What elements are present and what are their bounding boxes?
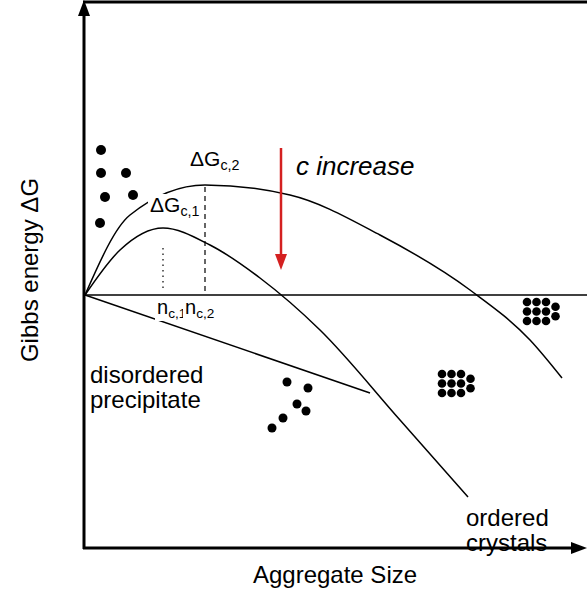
top-border bbox=[83, 1, 587, 4]
x-axis-arrowhead bbox=[571, 542, 587, 554]
particle bbox=[551, 312, 560, 321]
particle bbox=[532, 298, 541, 307]
particle bbox=[466, 384, 475, 393]
nc2-dashed-line bbox=[204, 187, 205, 292]
particle bbox=[279, 414, 288, 423]
particle bbox=[121, 168, 131, 178]
particle bbox=[523, 317, 532, 326]
particle bbox=[457, 389, 466, 398]
particle bbox=[466, 374, 475, 383]
particle bbox=[551, 302, 560, 311]
particle bbox=[438, 370, 447, 379]
particle bbox=[96, 168, 106, 178]
free-monomers bbox=[95, 145, 138, 228]
crystal-large bbox=[523, 298, 560, 326]
phase-label: disordered precipitate bbox=[90, 362, 265, 412]
particle bbox=[283, 378, 292, 387]
increase-arrow bbox=[280, 148, 283, 256]
particle bbox=[304, 384, 313, 393]
crystal-curve-2 bbox=[85, 185, 562, 378]
zero-line bbox=[84, 294, 587, 296]
disordered-cluster bbox=[268, 378, 313, 433]
concentration-label: c increase bbox=[296, 153, 415, 180]
particle bbox=[128, 190, 138, 200]
particle bbox=[95, 218, 105, 228]
particle bbox=[457, 370, 466, 379]
particle bbox=[542, 298, 551, 307]
particle bbox=[542, 307, 551, 316]
y-axis-arrowhead bbox=[78, 0, 90, 16]
particle bbox=[447, 370, 456, 379]
particle bbox=[542, 317, 551, 326]
crystal-curve-1 bbox=[85, 228, 468, 497]
particle bbox=[302, 407, 311, 416]
x-axis-title: Aggregate Size bbox=[253, 562, 417, 587]
particle bbox=[447, 389, 456, 398]
particle bbox=[438, 379, 447, 388]
y-axis bbox=[83, 14, 86, 549]
nc1-dotted-line bbox=[162, 248, 163, 290]
y-axis-title: Gibbs energy ΔG bbox=[17, 178, 42, 362]
phase-label: ordered crystals bbox=[466, 505, 578, 555]
particle bbox=[457, 379, 466, 388]
particle bbox=[532, 317, 541, 326]
particle bbox=[523, 307, 532, 316]
particle bbox=[523, 298, 532, 307]
critical-size-label: nc,2 bbox=[183, 297, 216, 321]
particle bbox=[293, 400, 302, 409]
particle bbox=[96, 145, 106, 155]
particle bbox=[438, 389, 447, 398]
crystal-small bbox=[438, 370, 475, 398]
particle bbox=[447, 379, 456, 388]
increase-arrowhead bbox=[275, 254, 287, 270]
particle bbox=[268, 424, 277, 433]
particle bbox=[532, 307, 541, 316]
particle bbox=[100, 192, 110, 202]
barrier-label: ΔGc,1 bbox=[148, 194, 201, 219]
barrier-label: ΔGc,2 bbox=[190, 148, 239, 173]
